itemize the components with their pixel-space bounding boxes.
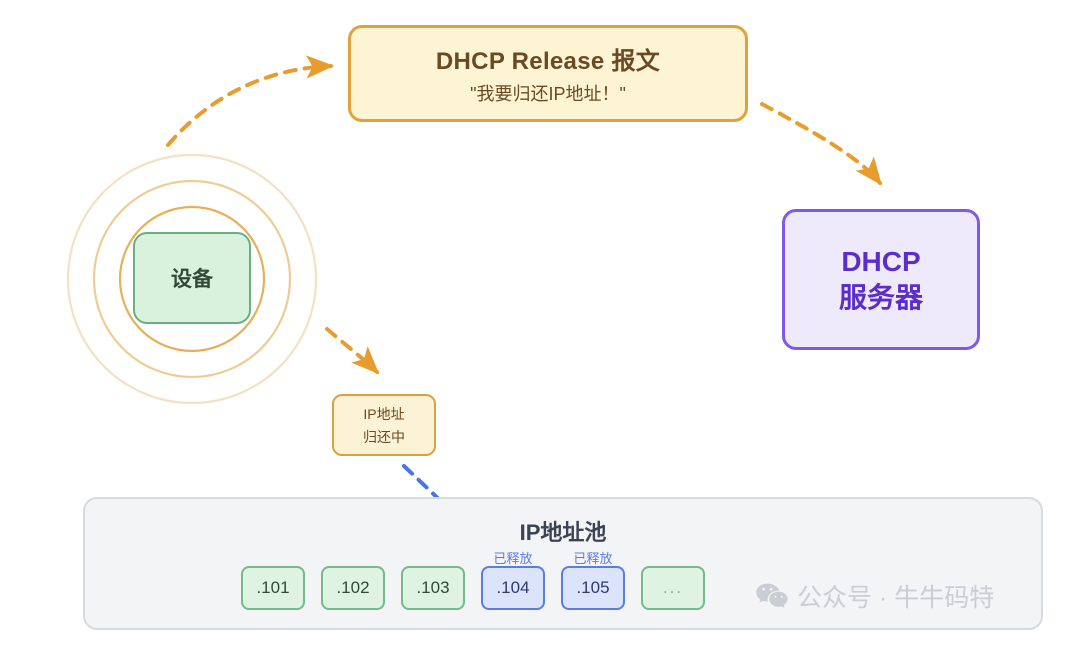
ip-pool-cell[interactable]: ... (641, 566, 705, 610)
ip-cell-label: .101 (256, 578, 290, 597)
server-title-line2: 服务器 (838, 281, 923, 313)
ip-cell-label: .104 (496, 578, 530, 597)
arrow-device-to-message (166, 55, 335, 147)
ip-pool-cell[interactable]: 已释放 .105 (561, 551, 625, 610)
ip-address-pool: IP地址池 .101 .102 .103 已释放 .104 已释放 .105... (83, 497, 1043, 630)
device-label: 设备 (171, 268, 213, 291)
ip-returning-box: IP地址 归还中 (332, 394, 436, 456)
ip-cell-label: .102 (336, 578, 370, 597)
ip-pool-cell[interactable]: 已释放 .104 (481, 551, 545, 610)
ip-cell-label: .103 (416, 578, 450, 597)
dhcp-release-message-box: DHCP Release 报文 "我要归还IP地址！" (348, 25, 748, 122)
pool-title: IP地址池 (519, 520, 607, 545)
returning-line2: 归还中 (363, 428, 405, 445)
ip-cell-status-label: 已释放 (493, 551, 533, 566)
arrow-message-to-server (760, 102, 882, 186)
message-title: DHCP Release 报文 (435, 48, 661, 75)
ip-pool-cell[interactable]: .102 (321, 566, 385, 610)
ip-pool-cell[interactable]: .103 (401, 566, 465, 610)
ip-cell-label: .105 (576, 578, 610, 597)
message-subtitle: "我要归还IP地址！" (470, 84, 626, 104)
device-box: 设备 (133, 232, 251, 324)
ip-cell-label: ... (662, 578, 684, 597)
pool-cell-row: .101 .102 .103 已释放 .104 已释放 .105... (241, 551, 705, 610)
returning-line1: IP地址 (363, 405, 405, 422)
dhcp-server-box: DHCP 服务器 (782, 209, 980, 350)
ip-cell-status-label: 已释放 (573, 551, 613, 566)
server-title-line1: DHCP (841, 245, 921, 277)
ip-pool-cell[interactable]: .101 (241, 566, 305, 610)
arrow-device-to-returning (325, 327, 380, 375)
